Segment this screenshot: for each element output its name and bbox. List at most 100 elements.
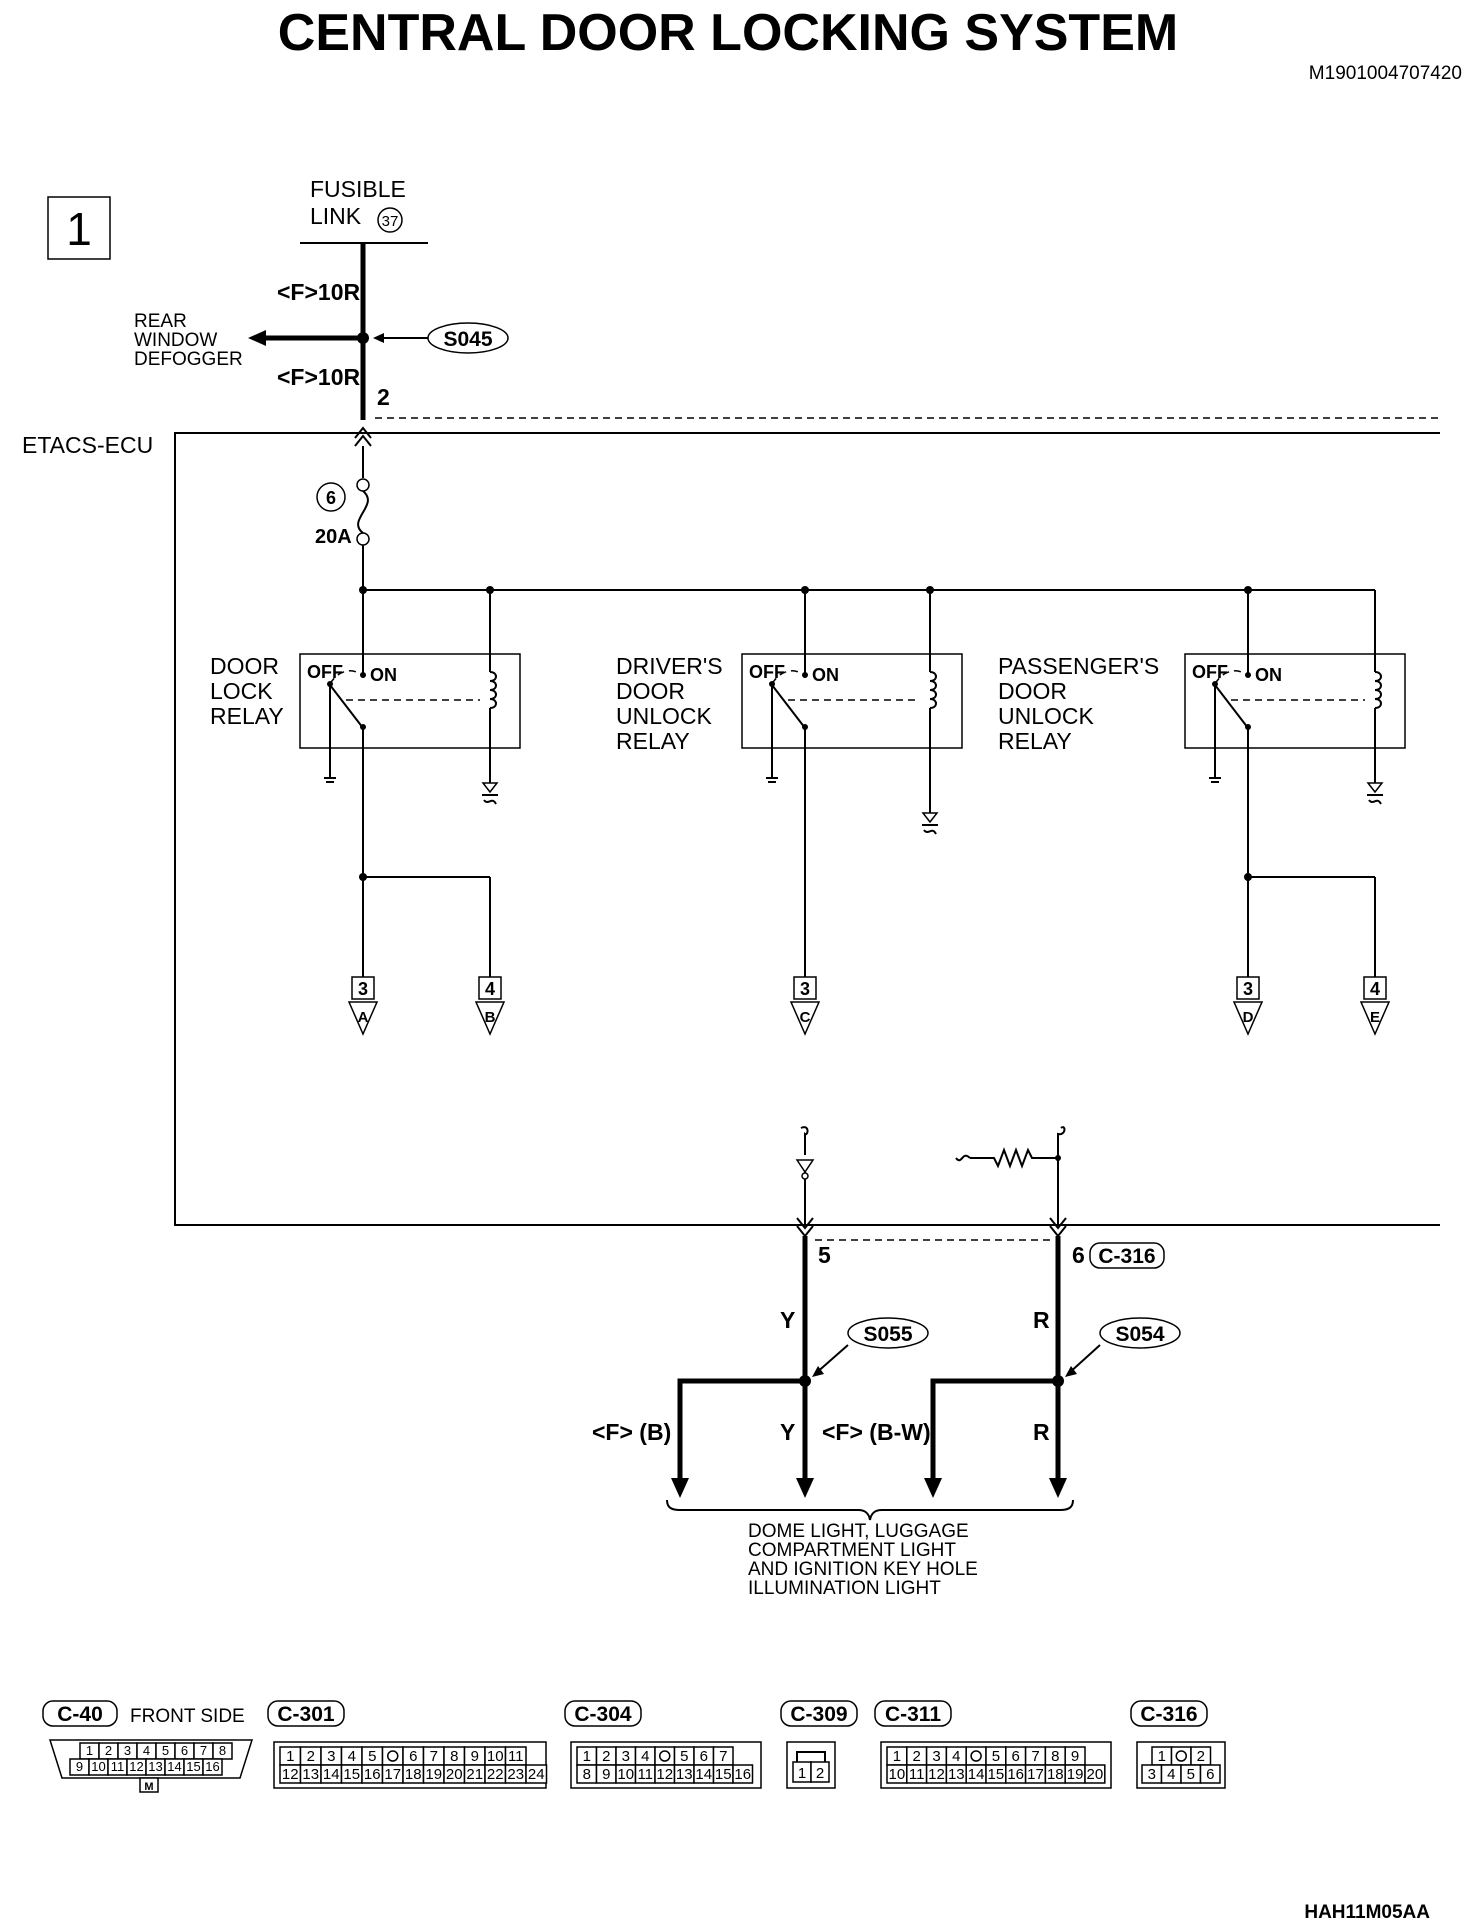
resistor: [970, 1147, 1058, 1169]
pin-number: 12: [928, 1766, 945, 1783]
dome-light-label-1: DOME LIGHT, LUGGAGE: [748, 1521, 969, 1542]
branch-bw: [930, 1378, 1058, 1478]
pin-number: 14: [968, 1766, 985, 1783]
pin-number: 11: [111, 1759, 125, 1774]
key-mark: [970, 1750, 982, 1762]
relay-2-on: ON: [812, 665, 839, 685]
pin-number: 1: [286, 1748, 294, 1765]
pin-number: 24: [528, 1766, 545, 1783]
svg-text:D: D: [1243, 1009, 1254, 1026]
pin-number: 3: [932, 1748, 940, 1765]
splice-s054-label: S054: [1115, 1323, 1164, 1346]
pin-number: 11: [909, 1766, 925, 1783]
dome-light-brace: [666, 1499, 1074, 1521]
pin-number: 13: [148, 1759, 162, 1774]
relay-1-switch-blade: [329, 684, 364, 729]
fuse-terminal-top: [356, 478, 370, 492]
pin-number: 2: [1197, 1748, 1205, 1765]
pin-number: 10: [487, 1748, 504, 1765]
doc-code: M1901004707420: [1309, 63, 1462, 84]
relay-3-coil: [1374, 671, 1382, 709]
pin-number: 4: [348, 1748, 356, 1765]
pin-number: 21: [466, 1766, 483, 1783]
drivers-door-unlock-relay: DRIVER'S DOOR UNLOCK RELAY OFF ON: [616, 590, 963, 977]
branch-bw-label: <F> (B-W): [822, 1419, 931, 1445]
pin-number: 12: [282, 1766, 299, 1783]
pin-cell: [1199, 1764, 1221, 1784]
relay-2-label-4: RELAY: [616, 728, 690, 754]
key-mark: [1175, 1750, 1187, 1762]
passengers-door-unlock-relay: PASSENGER'S DOOR UNLOCK RELAY OFF ON: [998, 590, 1406, 977]
pin-number: 3: [1148, 1766, 1156, 1783]
svg-text:3: 3: [358, 979, 368, 999]
page-number: 1: [66, 203, 92, 255]
pin-cell: [732, 1764, 754, 1784]
relay-3-label-2: DOOR: [998, 678, 1067, 704]
svg-text:C: C: [800, 1009, 811, 1026]
diagram-title: CENTRAL DOOR LOCKING SYSTEM: [278, 4, 1178, 62]
pin-number: 15: [988, 1766, 1005, 1783]
pin-number: 10: [617, 1766, 634, 1783]
svg-text:C-311: C-311: [885, 1703, 941, 1726]
svg-text:C-304: C-304: [574, 1703, 632, 1726]
fuse-terminal-bottom: [356, 532, 370, 546]
relay-1-coil: [489, 671, 497, 709]
fusible-link-number: 37: [382, 213, 399, 230]
pin-cell: [810, 1761, 830, 1783]
pin-number: 8: [583, 1766, 591, 1783]
fuse-number-circle: [316, 482, 346, 512]
pin-number: 16: [734, 1766, 751, 1783]
relay-2-off: OFF: [749, 662, 785, 682]
relay-2-box: [741, 653, 963, 749]
pin-number: 20: [446, 1766, 463, 1783]
svg-text:3: 3: [1243, 979, 1253, 999]
pin-number: 16: [364, 1766, 381, 1783]
pin-cell: [525, 1764, 548, 1784]
relay-1-box: [299, 653, 521, 749]
pin-number: 2: [602, 1748, 610, 1765]
branch-b-label: <F> (B): [592, 1419, 671, 1445]
relay-3-label-4: RELAY: [998, 728, 1072, 754]
pin-number: 4: [952, 1748, 960, 1765]
pin-number: 2: [105, 1743, 112, 1758]
fusible-link-label-2: LINK: [310, 203, 362, 229]
defogger-label-1: REAR: [134, 311, 187, 332]
pin-number: 22: [487, 1766, 504, 1783]
pin-number: 1: [583, 1748, 591, 1765]
pin-number: 4: [143, 1743, 150, 1758]
relay-1-label-3: RELAY: [210, 703, 284, 729]
svg-text:C-316: C-316: [1140, 1703, 1197, 1726]
defogger-label-2: WINDOW: [134, 330, 217, 351]
pin-number: 7: [200, 1743, 207, 1758]
pin-number: 6: [1206, 1766, 1214, 1783]
pin-number: 7: [1031, 1748, 1039, 1765]
pin-number: 11: [508, 1748, 524, 1765]
pin-number: 3: [124, 1743, 131, 1758]
pin-number: 6: [700, 1748, 708, 1765]
pin-number: 8: [450, 1748, 458, 1765]
pin-cell: [202, 1758, 223, 1776]
pin-number: 5: [992, 1748, 1000, 1765]
pin-number: 14: [167, 1759, 181, 1774]
pin-cell: [1084, 1764, 1106, 1784]
pin-number: 6: [1012, 1748, 1020, 1765]
connector-c316-tag: [1089, 1242, 1165, 1269]
pin-number: 18: [1047, 1766, 1064, 1783]
offpage-connector-c: 3 C: [789, 976, 821, 1036]
relay-3-off: OFF: [1192, 662, 1228, 682]
svg-text:FRONT SIDE: FRONT SIDE: [130, 1706, 245, 1727]
defogger-arrow: [248, 330, 266, 346]
fusible-link-label: FUSIBLE: [310, 176, 406, 202]
wire-label-upper: <F>10R: [277, 279, 360, 305]
pin-number: 14: [695, 1766, 712, 1783]
pin-number: 8: [1051, 1748, 1059, 1765]
offpage-connector-b: 4 B: [474, 976, 506, 1036]
connector-c316-tag-label: C-316: [1098, 1245, 1155, 1268]
figure-code: HAH11M05AA: [1304, 1902, 1430, 1923]
pin-5: 5: [818, 1242, 831, 1268]
pin-number: 2: [307, 1748, 315, 1765]
svg-text:A: A: [358, 1009, 369, 1026]
